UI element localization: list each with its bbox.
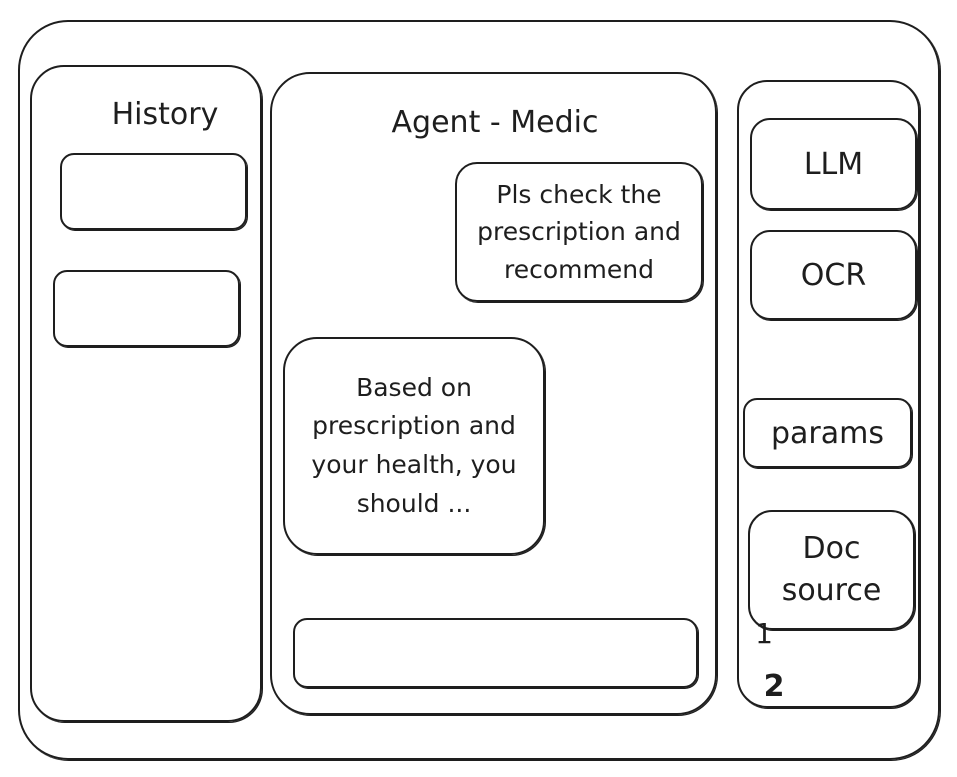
- doc-source-button[interactable]: Doc source: [748, 510, 915, 630]
- agent-message-text: Based on prescription and your health, y…: [311, 372, 517, 518]
- settings-panel: [737, 80, 920, 708]
- chat-input[interactable]: [293, 618, 698, 688]
- doc-list-item[interactable]: 1: [755, 617, 773, 650]
- history-panel: [30, 65, 262, 722]
- chat-panel: [270, 72, 717, 715]
- history-item[interactable]: [60, 153, 247, 230]
- ocr-button[interactable]: OCR: [750, 230, 917, 320]
- agent-message-bubble: Based on prescription and your health, y…: [283, 337, 545, 555]
- chat-title: Agent - Medic: [391, 105, 599, 140]
- app-window: [18, 20, 940, 760]
- params-button[interactable]: params: [743, 398, 912, 468]
- llm-label: LLM: [803, 146, 864, 182]
- user-message-text: Pls check the prescription and recommend: [477, 179, 681, 284]
- doc-list-item[interactable]: 2: [763, 669, 785, 704]
- history-title: History: [111, 97, 219, 132]
- doc-source-label: Doc source: [781, 531, 882, 608]
- history-item[interactable]: [53, 270, 240, 347]
- params-label: params: [771, 415, 884, 451]
- ocr-label: OCR: [800, 257, 867, 293]
- user-message-bubble: Pls check the prescription and recommend: [455, 162, 703, 302]
- llm-button[interactable]: LLM: [750, 118, 917, 210]
